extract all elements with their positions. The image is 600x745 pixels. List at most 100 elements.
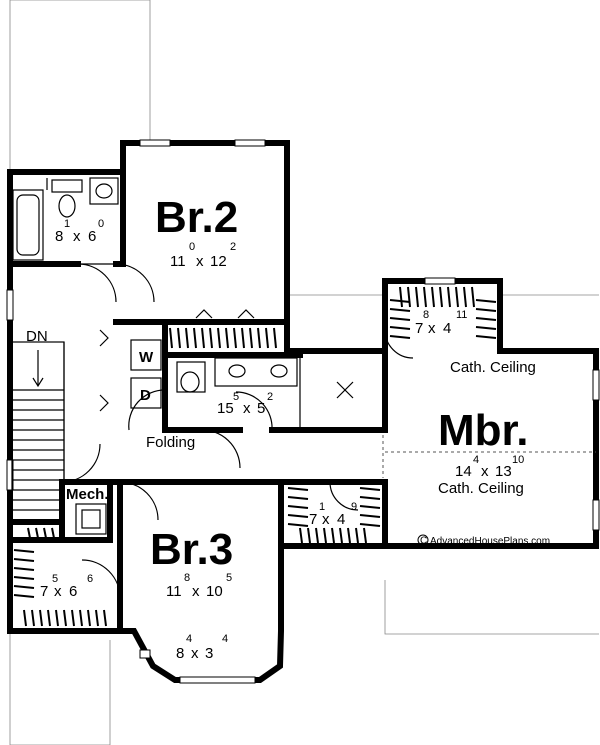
br2-w-inches: 0 (189, 241, 195, 253)
closet-hanger-mark (359, 523, 381, 527)
br2-name: Br.2 (155, 193, 238, 242)
bath2-w: 15 (217, 400, 234, 417)
closet-hanger-mark (323, 527, 327, 544)
br3-h: 10 (206, 583, 223, 600)
closet-hanger-mark (103, 609, 107, 627)
closet-hanger-mark (455, 286, 459, 308)
closet-hanger-mark (87, 609, 91, 627)
closet-hanger-mark (389, 308, 411, 312)
windows (6, 139, 600, 684)
bay-x: x (191, 645, 199, 662)
bath1-w-inches: 1 (64, 218, 70, 230)
closet-hanger-mark (389, 326, 411, 330)
closets (13, 286, 497, 627)
closet-hanger-mark (359, 496, 381, 500)
closet-hanger-mark (287, 523, 309, 527)
closet-hanger-mark (233, 327, 237, 349)
br2-x: x (196, 253, 204, 270)
closet-hanger-mark (51, 527, 55, 539)
mbr-note: Cath. Ceiling (438, 480, 524, 497)
bath2-h: 5 (257, 400, 265, 417)
closet-hanger-mark (265, 327, 269, 349)
closet-hanger-mark (407, 286, 411, 308)
copyright-symbol: C (420, 536, 427, 547)
br2-w: 11 (170, 253, 186, 270)
br3-w: 11 (166, 583, 182, 600)
closet-hanger-mark (389, 317, 411, 321)
closet-hanger-mark (359, 487, 381, 491)
closet-hanger-mark (257, 327, 261, 349)
mbr-h: 13 (495, 463, 512, 480)
closet-mid-h: 4 (337, 511, 345, 528)
bath1-h: 6 (88, 228, 96, 245)
closet-hanger-mark (315, 527, 319, 544)
mech-label: Mech. (66, 486, 109, 503)
closet-hanger-mark (389, 299, 411, 303)
br3-x: x (192, 583, 200, 600)
closet-hanger-mark (475, 326, 497, 330)
stairs (11, 341, 65, 521)
closet-hanger-mark (359, 514, 381, 518)
bath-fixtures (12, 177, 119, 261)
closet-hanger-mark (59, 527, 63, 539)
mech-unit (75, 503, 107, 535)
closet-hanger-mark (201, 327, 205, 349)
stair-direction-label: DN (26, 328, 48, 345)
closet-hanger-mark (363, 527, 367, 544)
closet-left-x: x (54, 583, 62, 600)
closet-hanger-mark (13, 585, 35, 589)
closet-hanger-mark (95, 609, 99, 627)
closet-hanger-mark (225, 327, 229, 349)
mbr-dashed (382, 435, 596, 478)
closet-hanger-mark (23, 609, 27, 627)
closet-hanger-mark (415, 286, 419, 308)
closet-mid-w: 7 (309, 511, 317, 528)
closet-hanger-mark (287, 505, 309, 509)
closet-hanger-mark (13, 576, 35, 580)
wic-mbr-w-inches: 8 (423, 309, 429, 321)
closet-hanger-mark (287, 514, 309, 518)
stair-treads (12, 389, 64, 521)
bay-h-inches: 4 (222, 633, 228, 645)
bath2-fixtures (176, 357, 301, 430)
bay-w-inches: 4 (186, 633, 192, 645)
ceiling-fixture (336, 381, 354, 399)
closet-hanger-mark (287, 496, 309, 500)
closet-hanger-mark (359, 505, 381, 509)
closet-hanger-mark (475, 335, 497, 339)
br3-name: Br.3 (150, 525, 233, 574)
closet-hanger-mark (35, 527, 39, 539)
room-labels: 1 0 8 x 6 Br.2 0 2 11 x 12 5 2 15 x 5 Fo… (26, 193, 536, 662)
closet-hanger-mark (79, 609, 83, 627)
closet-hanger-mark (331, 527, 335, 544)
closet-mid-w-inches: 1 (319, 501, 325, 513)
closet-hanger-mark (71, 609, 75, 627)
closet-hanger-mark (13, 567, 35, 571)
closet-mid-x: x (322, 511, 330, 528)
laundry-area: W D (130, 339, 162, 409)
closet-left-w: 7 (40, 583, 48, 600)
bath2-h-inches: 2 (267, 391, 273, 403)
closet-hanger-mark (249, 327, 253, 349)
bath1-w: 8 (55, 228, 63, 245)
bay-h: 3 (205, 645, 213, 662)
bath2-x: x (243, 400, 251, 417)
closet-left-h: 6 (69, 583, 77, 600)
closet-hanger-mark (439, 286, 443, 308)
closet-hanger-mark (13, 594, 35, 598)
mbr-h-inches: 10 (512, 454, 524, 466)
closet-left-w-inches: 5 (52, 573, 58, 585)
closet-hanger-mark (273, 327, 277, 349)
closet-hanger-mark (193, 327, 197, 349)
closet-hanger-mark (63, 609, 67, 627)
closet-left-h-inches: 6 (87, 573, 93, 585)
interior-walls (7, 169, 388, 549)
mbr-ceiling-label: Cath. Ceiling (450, 359, 536, 376)
br2-h-inches: 2 (230, 241, 236, 253)
mbr-w: 14 (455, 463, 472, 480)
closet-hanger-mark (399, 286, 403, 308)
closet-hanger-mark (217, 327, 221, 349)
washer-label: W (139, 349, 154, 366)
closet-hanger-mark (209, 327, 213, 349)
